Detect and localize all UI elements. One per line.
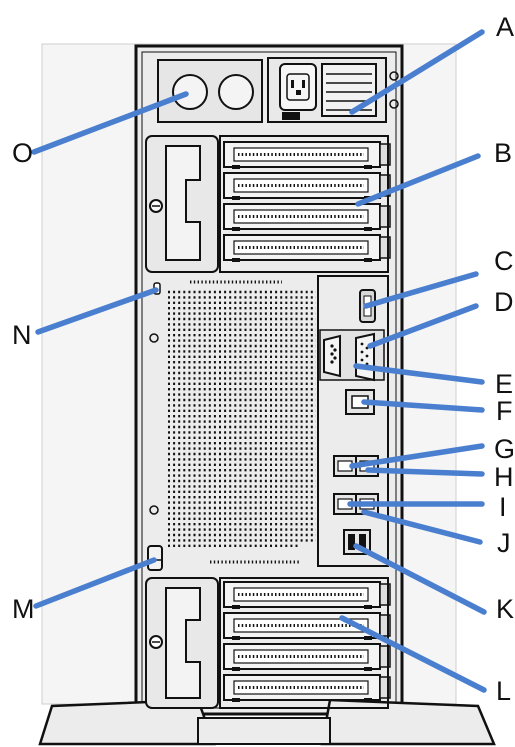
callout-b: B — [494, 138, 512, 168]
slot-tab — [232, 227, 240, 231]
slot-tab — [364, 698, 372, 702]
slot-tab — [232, 698, 240, 702]
vga-port — [356, 334, 374, 380]
power-supply — [268, 58, 398, 122]
callout-h: H — [494, 462, 514, 492]
callout-l: L — [496, 676, 511, 706]
lower-slot-bracket — [146, 578, 218, 708]
slot-tab — [364, 667, 372, 671]
power-inlet — [280, 64, 316, 110]
callout-i: I — [499, 492, 507, 522]
slot-tab — [232, 605, 240, 609]
serial-port — [324, 336, 340, 376]
slot-tab — [364, 227, 372, 231]
base-bar — [198, 718, 330, 744]
callout-e: E — [495, 369, 513, 399]
callout-m: M — [12, 594, 35, 624]
slot-tab — [232, 636, 240, 640]
io-panel — [318, 276, 388, 566]
callout-j: J — [497, 528, 511, 558]
slot-tab — [232, 667, 240, 671]
psu-fan — [322, 64, 376, 116]
foot-right — [322, 700, 494, 744]
upper-slot-bracket — [146, 136, 218, 272]
callout-o: O — [12, 138, 33, 168]
slot-tab — [364, 165, 372, 169]
slot-tab — [232, 258, 240, 262]
callout-g: G — [494, 434, 515, 464]
callout-f: F — [496, 396, 513, 426]
callout-n: N — [12, 320, 32, 350]
callout-d: D — [494, 287, 514, 317]
callout-a: A — [496, 12, 514, 42]
callout-k: K — [496, 594, 514, 624]
dual-knockout-plate — [158, 60, 262, 122]
callout-c: C — [494, 246, 514, 276]
slot-tab — [364, 258, 372, 262]
slot-tab — [364, 636, 372, 640]
slot-tab — [364, 605, 372, 609]
slot-tab — [232, 196, 240, 200]
slot-tab — [232, 165, 240, 169]
